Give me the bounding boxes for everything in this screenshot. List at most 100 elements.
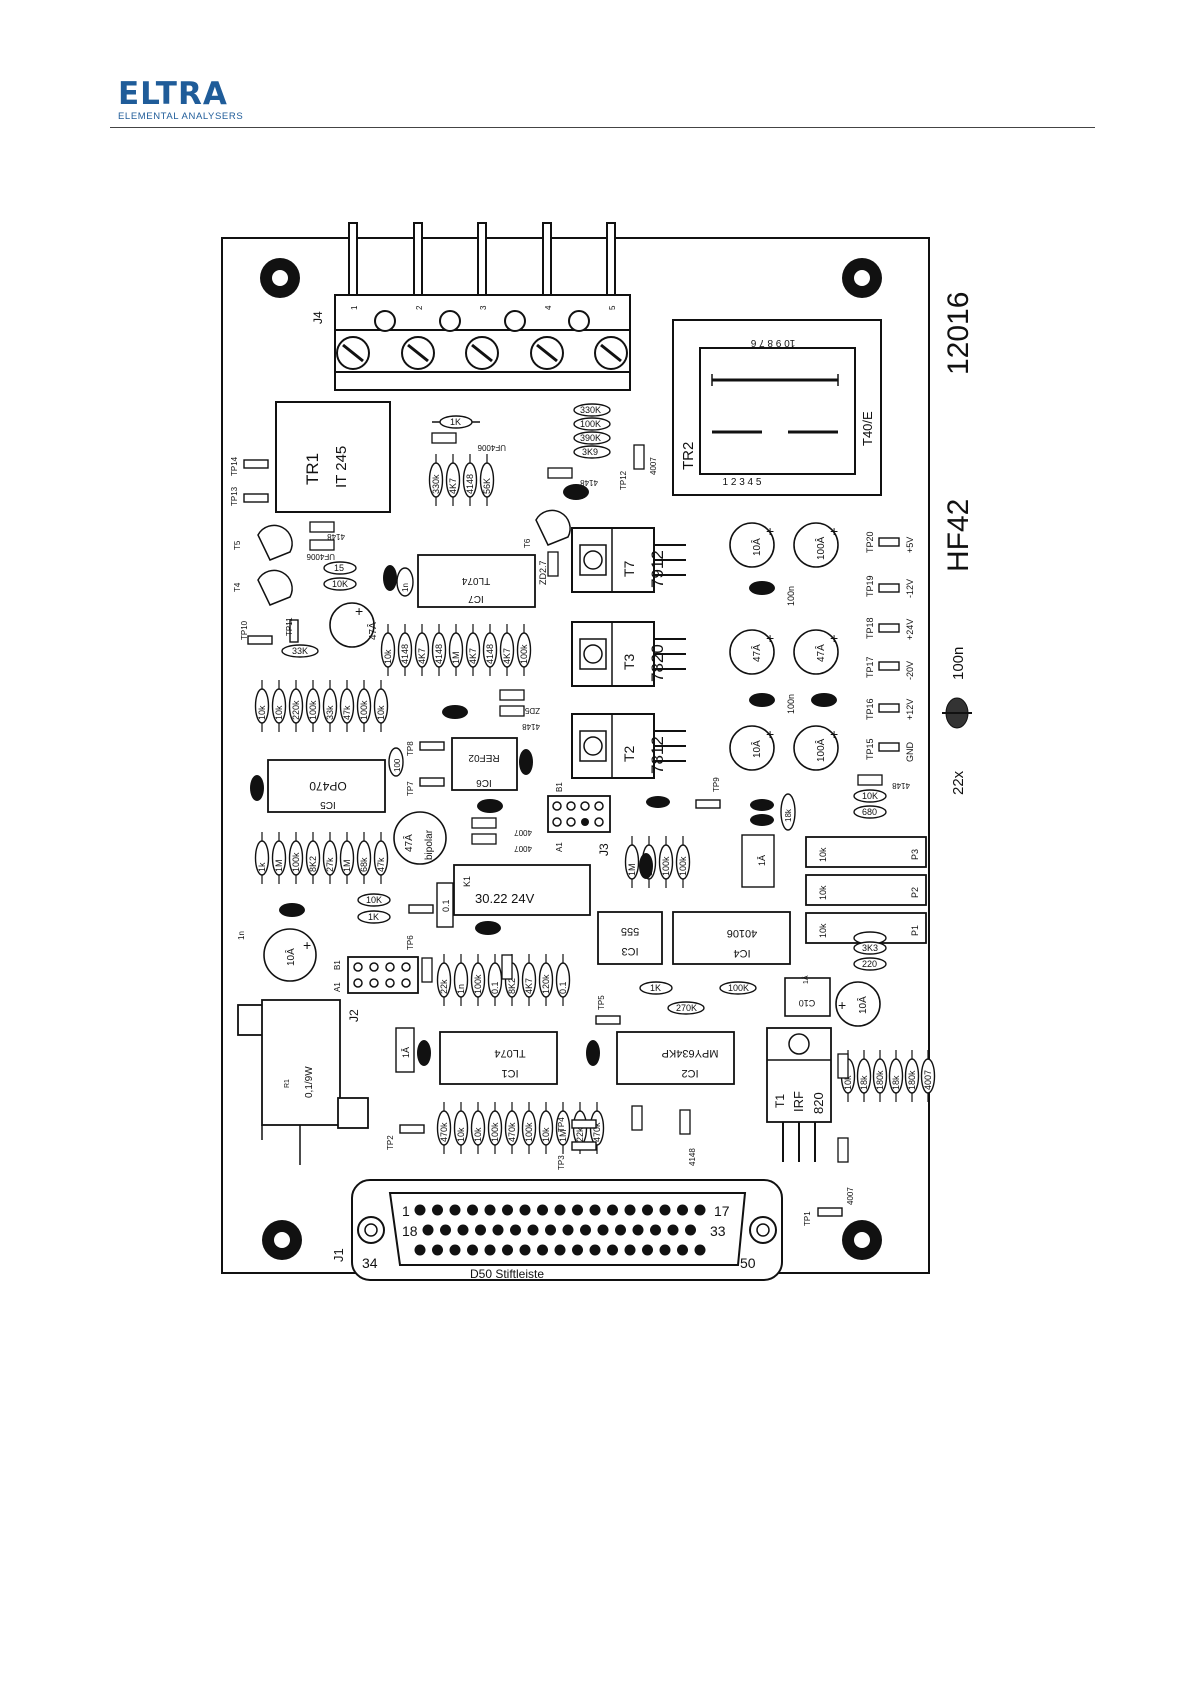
resistor-body — [470, 962, 486, 998]
resistor-value: 68k — [359, 857, 369, 872]
resistor-value: 100k — [678, 856, 688, 876]
t3-ref: T3 — [621, 653, 637, 670]
cap-1a-c: 1Â — [801, 975, 810, 984]
tp17-label: -20V — [905, 661, 915, 680]
tp5: TP5 — [597, 995, 606, 1010]
resistor-value: 0.1 — [490, 981, 500, 994]
tp-labels: TP14 TP13 TP12 TP11 TP10 TP9 TP8 TP7 TP6… — [230, 456, 812, 1226]
t1-type1: IRF — [791, 1091, 806, 1112]
resistor-value: 4148 — [465, 474, 475, 494]
resistor-value: 1n — [456, 984, 466, 994]
j1-label: J1 — [331, 1248, 346, 1262]
cap-plus: + — [830, 726, 838, 742]
d50-pin — [475, 1224, 486, 1236]
r1-value: 0,1/9W — [304, 1066, 315, 1098]
resistor-body — [487, 1110, 503, 1146]
d50-pin — [624, 1244, 636, 1256]
ic3-ref: IC3 — [621, 945, 638, 957]
resistor-body — [675, 844, 691, 880]
j3-label: J3 — [597, 843, 611, 856]
cap-1a-a: 1Â — [401, 1047, 411, 1058]
resistor-body — [428, 462, 444, 498]
eltra-logo: ELTRA ELEMENTAL ANALYSERS — [118, 78, 243, 122]
d50-pin — [414, 1204, 426, 1216]
resistor-value: 4K7 — [448, 478, 458, 494]
transformer-tr2: 10 9 8 7 6 1 2 3 4 5 TR2 T40/E — [672, 319, 882, 496]
logo-subtitle: ELEMENTAL ANALYSERS — [118, 111, 244, 122]
c10-box-label: C10 — [799, 998, 816, 1008]
r-18k: 18k — [784, 808, 793, 822]
resistor-body — [271, 688, 287, 724]
resistor-value: 1k — [257, 862, 267, 872]
resistor-value: 100k — [524, 1122, 534, 1142]
resistor-value: 10k — [473, 1127, 483, 1142]
resistor-value: 22k — [439, 979, 449, 994]
d50-pin — [659, 1244, 671, 1256]
resistor-value: 330k — [431, 474, 441, 494]
p1-value: 10k — [818, 923, 828, 938]
tp14: TP14 — [230, 456, 239, 476]
tp13: TP13 — [230, 486, 239, 506]
r-680: 680 — [862, 807, 877, 817]
ic2-type: MPY634KP — [662, 1047, 719, 1059]
j4-label: J4 — [311, 311, 325, 324]
resistor-body — [431, 632, 447, 668]
cap-plus: + — [766, 630, 774, 646]
d50-pin — [554, 1244, 566, 1256]
resistor-body — [856, 1058, 872, 1094]
regulator-t3: T3 7820 — [571, 621, 686, 687]
r-1k-c: 1K — [650, 983, 661, 993]
connector-j1: 1 17 18 33 34 50 D50 Stiftleiste J1 — [331, 1179, 783, 1281]
diode-4148-e: 4148 — [688, 1148, 697, 1166]
transformer-tr1: TR1 IT 245 — [275, 401, 391, 513]
resistor-value: 100k — [661, 856, 671, 876]
resistor-value: 10k — [541, 1127, 551, 1142]
d50-pin — [510, 1224, 521, 1236]
d50-pin — [589, 1244, 601, 1256]
d50-pin — [572, 1244, 583, 1256]
r-100: 100 — [393, 758, 402, 772]
r-220: 220 — [862, 959, 877, 969]
r-10k-a: 10K — [332, 579, 348, 589]
relay-type: 30.22 24V — [475, 891, 535, 906]
d50-pin — [502, 1204, 513, 1216]
tr2-ref: TR2 — [680, 442, 697, 470]
d50-pin — [685, 1224, 696, 1236]
t1-type2: 820 — [811, 1092, 826, 1114]
j2-label: J2 — [347, 1009, 361, 1022]
d50-pin — [694, 1244, 706, 1256]
j1-pin-17: 17 — [714, 1203, 730, 1219]
relay-k1: 30.22 24V K1 — [453, 864, 591, 916]
resistor-body — [380, 632, 396, 668]
resistor-body — [470, 1110, 486, 1146]
p1-ref: P1 — [910, 925, 920, 936]
r-100k-top: 100K — [580, 419, 601, 429]
r-3k9: 3K9 — [582, 447, 598, 457]
diode-4007-a: 4007 — [649, 457, 658, 475]
d50-pin — [484, 1244, 496, 1256]
d50-pin — [440, 1224, 451, 1236]
resistor-value: 4007 — [923, 1070, 933, 1090]
j1-caption: D50 Stiftleiste — [470, 1267, 544, 1281]
resistor-body — [254, 688, 270, 724]
c32-value: 47Â — [814, 644, 827, 662]
ic1: TL074 IC1 — [439, 1031, 558, 1085]
resistor-body — [555, 1110, 571, 1146]
cap-100n-b: 100n — [786, 694, 796, 714]
d50-pin — [642, 1204, 653, 1216]
c38-value: 10Â — [750, 538, 763, 556]
d50-pin — [677, 1244, 688, 1256]
tp12: TP12 — [619, 470, 628, 490]
c17-value: 47Â — [402, 834, 415, 852]
diode-4007-c: 4007 — [514, 844, 532, 853]
small-transistors — [257, 509, 571, 606]
b1-label-lower: B1 — [333, 960, 342, 970]
j1-pin-1: 1 — [402, 1203, 410, 1219]
resistor-body — [254, 840, 270, 876]
d50-pin — [545, 1224, 556, 1236]
tp2: TP2 — [386, 1135, 395, 1150]
resistor-value: 4K7 — [502, 648, 512, 664]
tp15-ref: TP15 — [865, 738, 875, 760]
ic3-type: 555 — [621, 925, 639, 937]
resistor-value: 47k — [342, 705, 352, 720]
